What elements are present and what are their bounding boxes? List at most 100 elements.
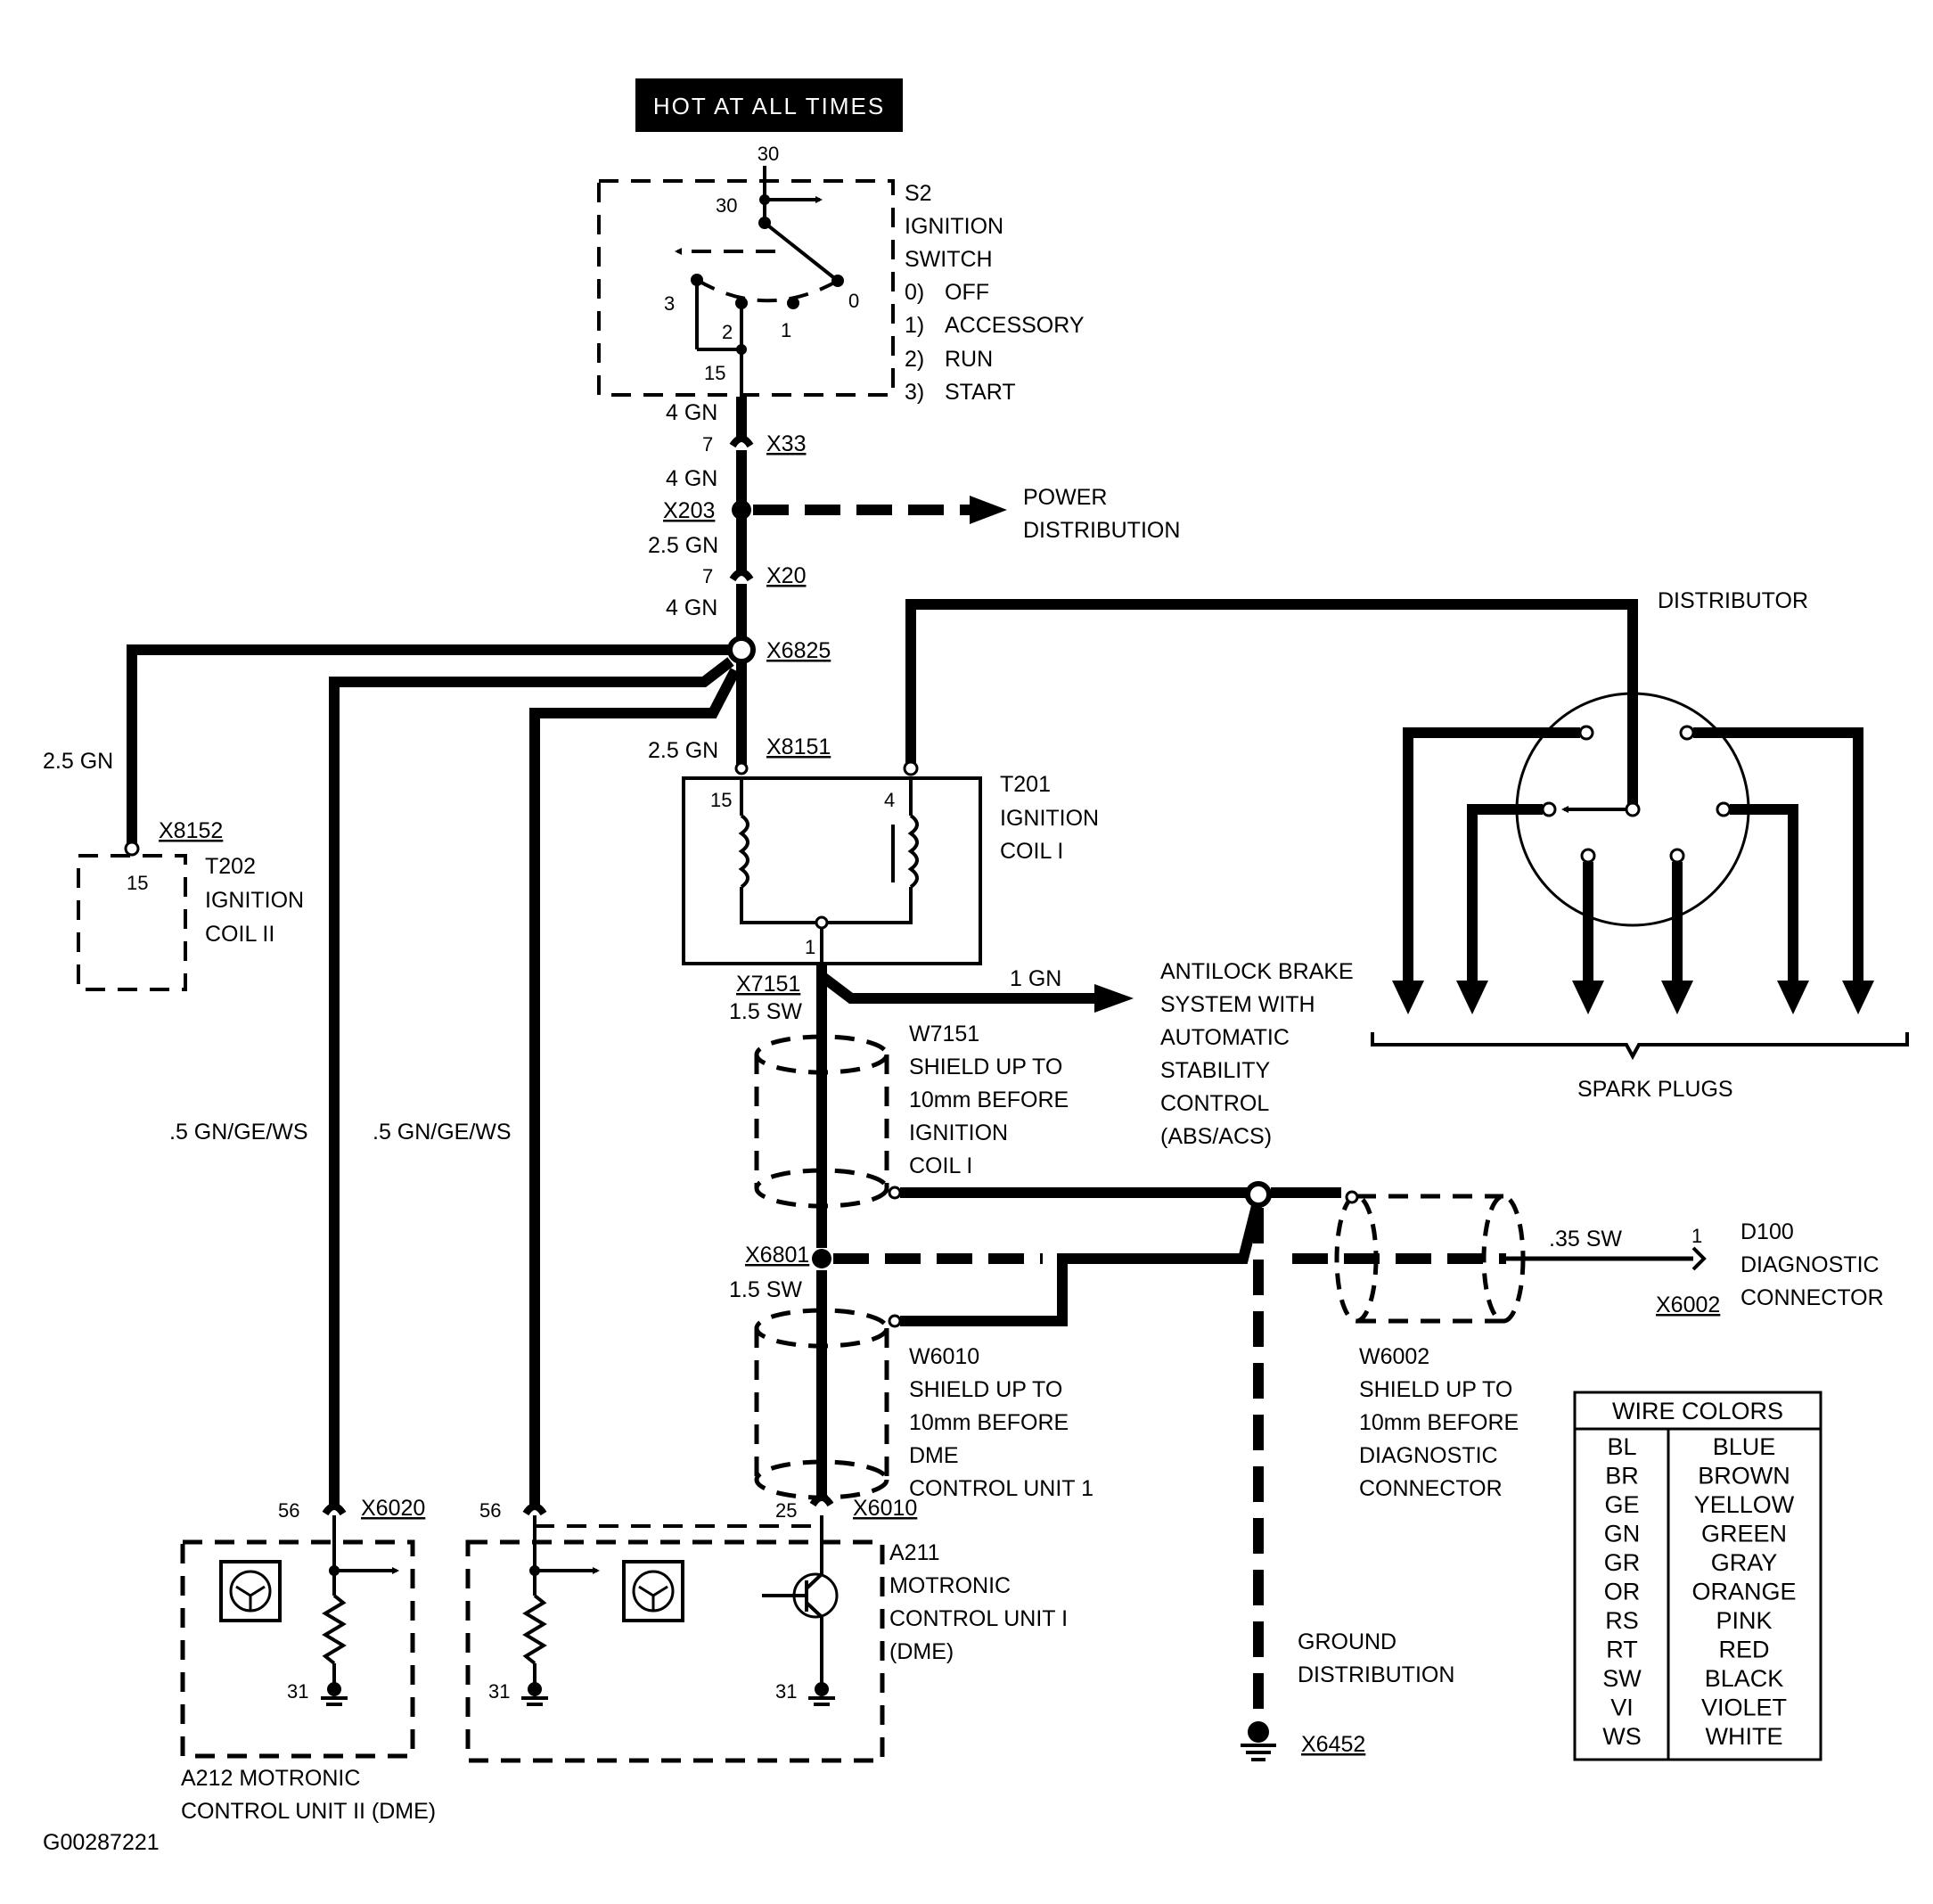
switch-pos-2-label: RUN [945,347,993,372]
switch-pin-15: 15 [704,362,725,384]
coil-to-distributor-wire [903,599,1638,809]
wire-color-name: GREEN [1701,1521,1787,1547]
abs-line-4: STABILITY [1160,1058,1271,1083]
wire-color-code: GE [1604,1491,1639,1518]
wire-colors-title: WIRE COLORS [1612,1398,1783,1424]
wire-color-name: RED [1718,1637,1769,1663]
main-feed-wire: 4 GN 7 X33 4 GN X203 2.5 GN 7 X20 4 GN X… [648,397,831,776]
w7151-line-1: W7151 [909,1022,979,1046]
switch-title: IGNITION [905,214,1003,239]
coil1-line2: COIL I [1000,839,1063,864]
switch-name: S2 [905,181,932,206]
wire-color-name: BLACK [1705,1665,1784,1692]
hot-at-all-times-banner: HOT AT ALL TIMES [635,78,903,132]
a212-pin56: 56 [278,1499,299,1522]
abs-branch: 1 GN ANTILOCK BRAKE SYSTEM WITH AUTOMATI… [816,959,1354,1149]
wire-color-code: OR [1604,1579,1641,1605]
switch-pin-30: 30 [716,194,737,217]
power-dist-line1: POWER [1023,485,1107,510]
w6002-line-3: 10mm BEFORE [1359,1410,1519,1435]
wire-color-code: WS [1602,1723,1642,1750]
diag-line-1: D100 [1741,1219,1794,1244]
connector-x8151: X8151 [766,735,831,759]
connector-x203: X203 [663,498,715,523]
a211-line-3: CONTROL UNIT I [889,1606,1068,1631]
w6010-line-5: CONTROL UNIT 1 [909,1476,1093,1501]
ground-icon [321,1682,348,1706]
switch-pin-3: 3 [664,292,675,315]
figure-id: G00287221 [43,1830,160,1855]
coil2-line2: COIL II [205,922,274,947]
wire-4gn-b: 4 GN [666,466,717,491]
switch-pos-2-num: 2) [905,347,924,372]
ignition-switch: 30 30 3 2 1 0 15 S2 IGNITION SWITCH 0) O… [597,143,1085,405]
wire-gn-ge-ws-right: .5 GN/GE/WS [373,1120,512,1145]
w6010-line-4: DME [909,1443,959,1468]
wire-color-name: VIOLET [1701,1695,1787,1721]
connector-x6801: X6801 [745,1243,809,1268]
a212-pin31: 31 [287,1680,308,1703]
wire-2-5gn-coil: 2.5 GN [648,738,718,763]
switch-pin-0: 0 [848,290,859,312]
wire-color-code: SW [1602,1665,1642,1692]
coil1-pin4: 4 [884,789,895,811]
w6010-line-2: SHIELD UP TO [909,1377,1062,1402]
switch-pin-2: 2 [722,321,733,343]
a211-pin56: 56 [479,1499,501,1522]
a212-line-2: CONTROL UNIT II (DME) [181,1799,436,1824]
w7151-line-2: SHIELD UP TO [909,1055,1062,1079]
abs-line-5: CONTROL [1160,1091,1269,1116]
wire-color-code: BR [1605,1463,1639,1490]
wire-color-name: GRAY [1711,1549,1778,1576]
ground-icon [808,1682,835,1706]
ignition-coil-1: 15 4 1 T201 IGNITION COIL I [682,772,1099,965]
abs-line-3: AUTOMATIC [1160,1025,1290,1050]
wire-color-name: ORANGE [1691,1579,1796,1605]
a211-pin25: 25 [775,1499,797,1522]
x33-pin: 7 [702,433,713,455]
distributor: DISTRIBUTOR SPARK PLUGS [1371,588,1909,1102]
coil1-pin15: 15 [710,789,732,811]
w7151-line-3: 10mm BEFORE [909,1087,1069,1112]
diag-pin: 1 [1691,1225,1702,1247]
abs-line-2: SYSTEM WITH [1160,992,1315,1017]
diag-wire: .35 SW [1549,1227,1622,1252]
connector-x6010: X6010 [853,1496,917,1521]
ground-line-2: DISTRIBUTION [1298,1662,1454,1687]
switch-pos-3-num: 3) [905,380,924,405]
transistor-icon [762,1515,839,1685]
coil2-name: T202 [205,854,256,879]
w7151-line-5: COIL I [909,1153,972,1178]
connector-x20: X20 [766,563,806,588]
wire-2-5gn: 2.5 GN [648,533,718,558]
w7151-wire: 1.5 SW [729,999,802,1024]
power-dist-line2: DISTRIBUTION [1023,518,1180,543]
coil1-pin1: 1 [805,936,815,958]
switch-pos-1-num: 1) [905,313,924,338]
wire-color-name: WHITE [1706,1723,1783,1750]
w7151-line-4: IGNITION [909,1120,1008,1145]
connector-x8152: X8152 [159,818,223,843]
switch-pos-0-label: OFF [945,280,989,305]
wire-gn-ge-ws-left: .5 GN/GE/WS [169,1120,308,1145]
sensor-icon [219,1560,282,1622]
abs-line-1: ANTILOCK BRAKE [1160,959,1354,984]
wire-color-name: PINK [1716,1607,1772,1634]
coil2-pin15: 15 [127,872,148,894]
wire-color-code: RT [1606,1637,1638,1663]
w6002-line-5: CONNECTOR [1359,1476,1503,1501]
switch-top-pin: 30 [758,143,779,165]
connector-x6825: X6825 [766,638,831,663]
wire-color-code: GN [1604,1521,1641,1547]
wire-color-code: RS [1605,1607,1639,1634]
shield-ground-wires: 1 .35 SW W6002 SHIELD UP TO 10mm BEFORE … [833,1181,1884,1761]
x20-pin: 7 [702,565,713,587]
coil2-wire: 2.5 GN [43,749,113,774]
coil2-feed: 2.5 GN X8152 [43,644,731,857]
wire-color-code: BL [1607,1433,1636,1460]
connector-x6002: X6002 [1656,1293,1720,1317]
a212-control-unit: 56 X6020 31 A212 MOTRONIC CONTROL UNIT I… [180,1496,436,1824]
